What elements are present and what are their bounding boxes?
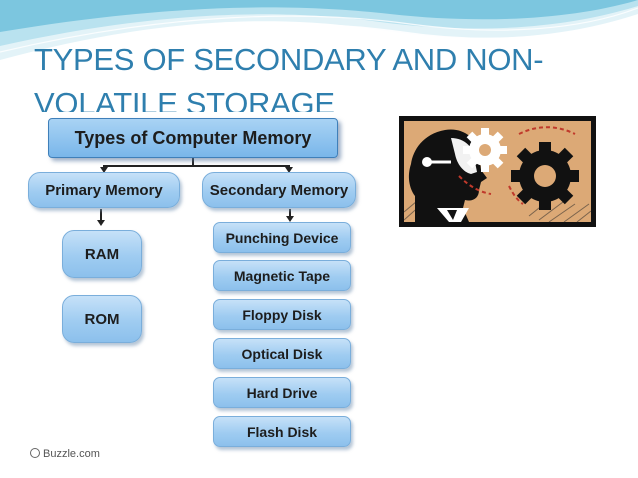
secondary-item-magnetic-tape: Magnetic Tape: [213, 260, 351, 291]
connector-primary-to-items: [100, 209, 102, 221]
secondary-item-hard-drive: Hard Drive: [213, 377, 351, 408]
connector-secondary-to-items: [289, 209, 291, 217]
header-wave-decoration: [0, 0, 638, 65]
diagram-root-node: Types of Computer Memory: [48, 118, 338, 158]
arrow-to-punching-device: [286, 216, 294, 222]
primary-item-ram: RAM: [62, 230, 142, 278]
connector-right-down: [288, 165, 290, 168]
secondary-item-punching-device: Punching Device: [213, 222, 351, 253]
arrow-to-ram: [97, 220, 105, 226]
primary-item-rom: ROM: [62, 295, 142, 343]
head-with-gears-icon: [399, 116, 596, 227]
connector-horizontal: [103, 165, 289, 167]
connector-left-down: [103, 165, 105, 168]
image-credit-text: Buzzle.com: [43, 448, 100, 460]
secondary-memory-node: Secondary Memory: [202, 172, 356, 208]
connector-root-down: [192, 158, 194, 166]
arrow-to-secondary: [285, 167, 293, 173]
image-credit: Buzzle.com: [30, 448, 100, 460]
arrow-to-primary: [100, 167, 108, 173]
copyright-icon: [30, 448, 40, 458]
secondary-item-flash-disk: Flash Disk: [213, 416, 351, 447]
secondary-item-optical-disk: Optical Disk: [213, 338, 351, 369]
primary-memory-node: Primary Memory: [28, 172, 180, 208]
secondary-item-floppy-disk: Floppy Disk: [213, 299, 351, 330]
memory-diagram: Types of Computer Memory Primary Memory …: [26, 112, 360, 462]
